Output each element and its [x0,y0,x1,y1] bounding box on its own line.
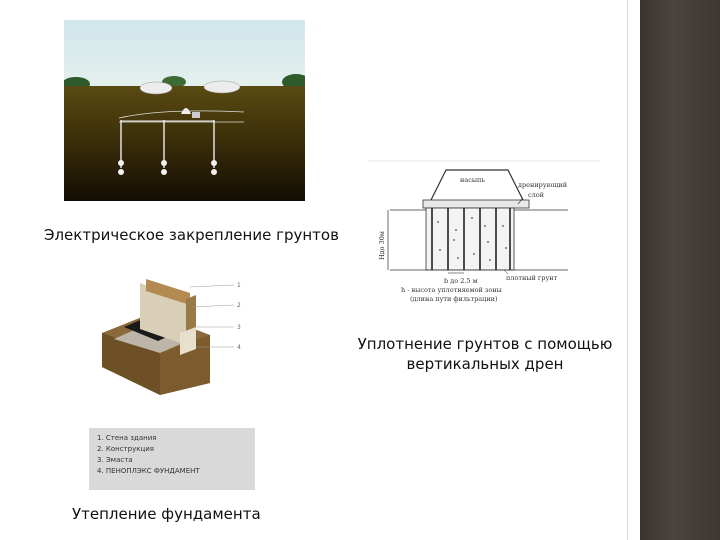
caption-electric-stabilization: Электрическое закрепление грунтов [44,226,339,244]
label-note-1: h - высота уплотняемой зоны [401,286,502,294]
vertical-drains-diagram: насыпь дренирующий слой плотный грунт Hд… [368,160,600,303]
marker-4: 4 [237,344,241,351]
label-drain-layer-1: дренирующий [518,181,567,189]
label-depth: Hдо 30м [378,231,386,260]
label-drain-layer-2: слой [528,191,544,199]
legend-item-2: 2. Конструкция [97,445,154,453]
caption-vertical-drains: Уплотнение грунтов с помощью вертикальны… [357,335,613,373]
label-width: b до 2.5 м [444,277,478,285]
legend-item-1: 1. Стена здания [97,434,157,442]
label-embankment: насыпь [460,176,485,184]
legend-item-3: 3. Эмаста [97,456,133,464]
marker-2: 2 [237,302,241,309]
electric-stabilization-illustration [64,20,305,201]
marker-1: 1 [237,282,241,289]
foundation-insulation-illustration: 1 2 3 4 [102,279,241,395]
divider-line [627,0,628,540]
label-dense-soil: плотный грунт [506,274,558,282]
label-note-2: (длина пути фильтрации) [410,295,498,303]
foundation-legend: 1. Стена здания 2. Конструкция 3. Эмаста… [89,428,255,490]
legend-item-4: 4. ПЕНОПЛЭКС ФУНДАМЕНТ [97,467,200,475]
side-decor-panel [640,0,720,540]
marker-3: 3 [237,324,241,331]
caption-foundation-insulation: Утепление фундамента [72,505,261,523]
